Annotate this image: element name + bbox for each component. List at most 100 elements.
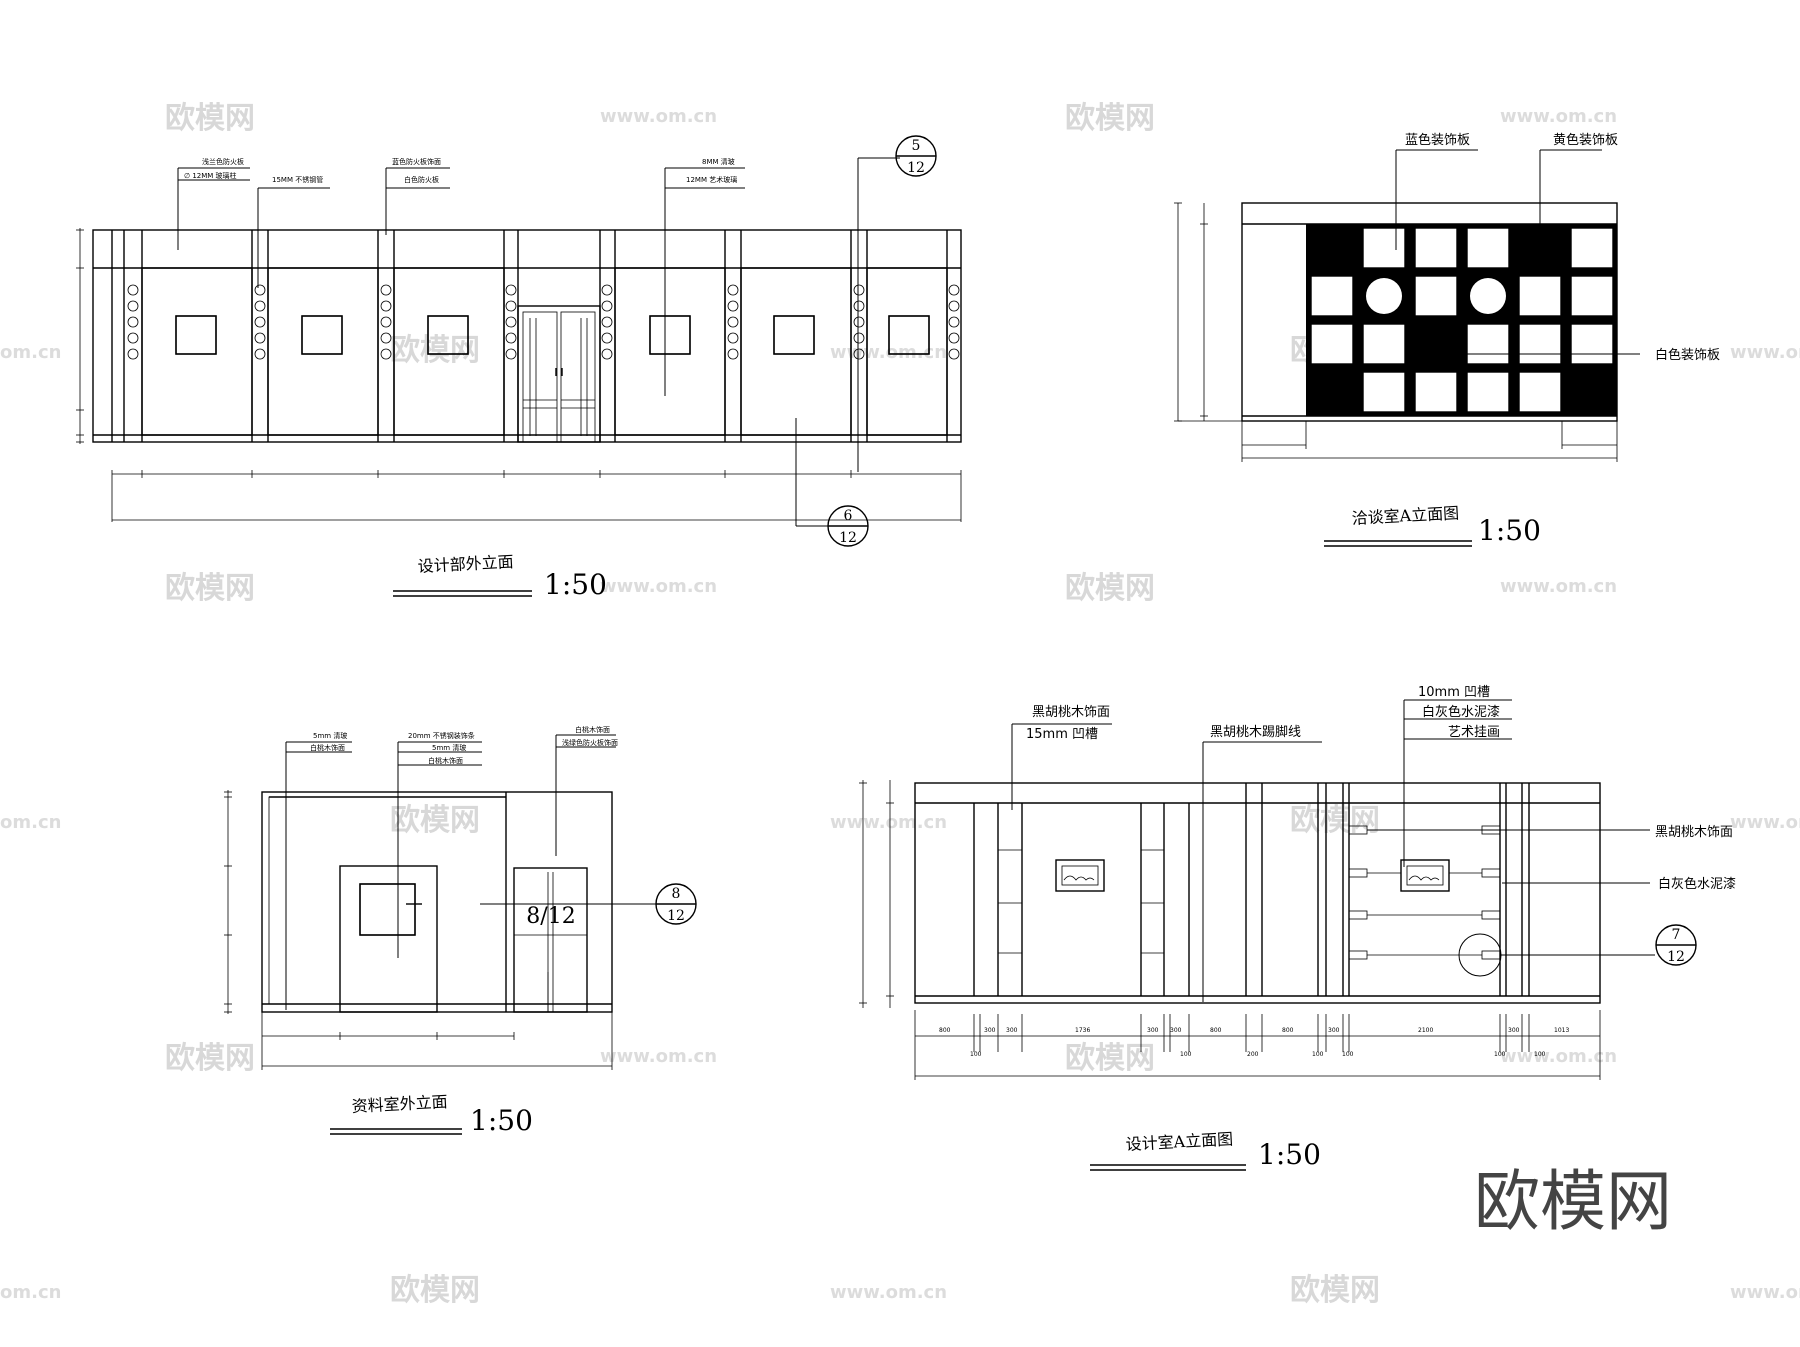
decor-tile [1414,227,1458,269]
double-door [517,305,601,443]
svg-text:6: 6 [844,508,853,524]
svg-text:300: 300 [1006,1027,1018,1034]
svg-text:12: 12 [839,530,857,546]
decor-tile [1362,227,1406,269]
watermark-brand: 欧模网 [390,803,480,838]
brand-logo-text: 欧模网 [1474,1163,1672,1240]
watermark-brand: 欧模网 [165,101,255,136]
drawing-scale: 1:50 [470,1104,533,1137]
watermark-brand: 欧模网 [1065,1041,1155,1076]
columns [111,230,948,442]
dimension-left [224,790,232,1014]
section-tag-top: 5 12 [895,135,937,177]
leaders [1011,699,1655,1002]
note-groove-10: 10mm 凹槽 [1418,685,1490,700]
glass-panel [614,267,726,436]
decor-tile [1414,275,1458,317]
drawing-title: 资料室外立面 [351,1092,448,1116]
svg-text:300: 300 [1147,1027,1159,1034]
dimension-left [859,780,894,1008]
note-cement-paint-right: 白灰色水泥漆 [1658,876,1736,892]
leaders [177,157,900,527]
note-white-panel: 白色装饰板 [1655,347,1720,363]
watermark-brand: 欧模网 [1065,101,1155,136]
decor-tile [1310,275,1354,317]
note-groove: 15mm 凹槽 [1026,727,1098,742]
decor-tile [1518,371,1562,413]
decor-tile [1414,371,1458,413]
note-steel-strip: 20mm 不锈钢装饰条 [408,731,475,740]
art-painting-right [1400,859,1450,892]
svg-text:7: 7 [1672,927,1681,943]
decor-tile [1362,323,1406,365]
decor-tile [1310,323,1354,365]
svg-text:100: 100 [1534,1051,1546,1058]
watermark-url: www.om.cn [830,812,947,833]
svg-text:8: 8 [672,886,681,902]
note-walnut-veneer-right: 黑胡桃木饰面 [1655,825,1733,840]
svg-text:1013: 1013 [1554,1027,1569,1034]
decor-tile [1466,227,1510,269]
watermark-url: www.om.cn [1500,1046,1617,1067]
drawing-design-dept-elevation: 浅兰色防火板 ∅ 12MM 玻璃柱 15MM 不锈钢管 蓝色防火板饰面 白色防火… [76,135,962,601]
svg-text:100: 100 [1494,1051,1506,1058]
watermarks: 欧模网 www.om.cn 欧模网 www.om.cn om.cn 欧模网 ww… [0,101,1800,1308]
door [339,865,438,1013]
note-walnut-skirting: 黑胡桃木踢脚线 [1210,724,1301,740]
svg-text:100: 100 [1342,1051,1354,1058]
svg-text:200: 200 [1247,1051,1259,1058]
wall-pilasters [973,783,1530,996]
dimension-bottom [111,470,962,522]
watermark-url: www.om.cn [600,106,717,127]
art-glass-squares [175,315,930,355]
decor-tiles [1310,227,1614,413]
svg-text:2100: 2100 [1418,1027,1433,1034]
glass-rods [127,284,960,360]
svg-text:300: 300 [1170,1027,1182,1034]
note-white-panel: 白色防火板 [404,175,439,184]
dimension-bottom [1241,421,1618,462]
note-cement-paint: 白灰色水泥漆 [1422,704,1500,720]
note-light-green-panel: 浅绿色防火板饰面 [562,738,618,747]
svg-text:800: 800 [939,1027,951,1034]
watermark-url: www.om.cn [830,1282,947,1303]
hanging-rails [1348,825,1501,960]
svg-text:12: 12 [907,160,925,176]
section-tag: 7 12 [1655,924,1697,966]
svg-text:100: 100 [1180,1051,1192,1058]
note-white-oak: 白桃木饰面 [310,743,345,752]
watermark-url: www.om.cn [1500,106,1617,127]
note-white-oak: 白桃木饰面 [428,756,463,765]
note-clear-glass: 8MM 清玻 [702,157,735,166]
note-glass-rod: ∅ 12MM 玻璃柱 [184,171,237,180]
svg-text:5: 5 [912,138,921,154]
note-walnut-veneer: 黑胡桃木饰面 [1032,705,1110,720]
dimension-bottom [261,1012,613,1070]
drawing-scale: 1:50 [544,568,607,601]
note-white-oak: 白桃木饰面 [575,725,610,734]
note-clear-glass: 5mm 清玻 [432,743,466,752]
watermark-url: om.cn [0,1282,61,1303]
note-yellow-panel: 黄色装饰板 [1553,132,1618,148]
section-tag-bottom: 6 12 [827,505,869,547]
decor-tile [1466,371,1510,413]
svg-text:300: 300 [1508,1027,1520,1034]
decor-round-tile [1470,278,1506,314]
svg-text:12: 12 [1667,949,1685,965]
note-blue-panel: 蓝色防火板饰面 [392,157,441,166]
drawing-meeting-room-elevation: 蓝色装饰板 黄色装饰板 白色装饰板 洽谈室A立面图 1:50 [1174,132,1720,547]
drawing-design-room-elevation: 黑胡桃木饰面 15mm 凹槽 黑胡桃木踢脚线 10mm 凹槽 白灰色水泥漆 艺术… [859,685,1736,1171]
drawing-scale: 1:50 [1258,1138,1321,1171]
glass-panel [141,267,253,436]
drawing-a-notes: 浅兰色防火板 ∅ 12MM 玻璃柱 15MM 不锈钢管 蓝色防火板饰面 白色防火… [184,157,737,184]
note-art-painting: 艺术挂画 [1448,725,1500,740]
svg-text:800: 800 [1210,1027,1222,1034]
dimension-left [1174,202,1242,422]
watermark-url: www.om.cn [1730,812,1800,833]
decor-tile [1570,275,1614,317]
drawing-title: 设计部外立面 [417,552,514,576]
svg-text:300: 300 [984,1027,996,1034]
panel-field-black [1306,224,1617,416]
glass-panel [267,267,379,436]
note-blue-panel: 蓝色装饰板 [1405,132,1470,148]
